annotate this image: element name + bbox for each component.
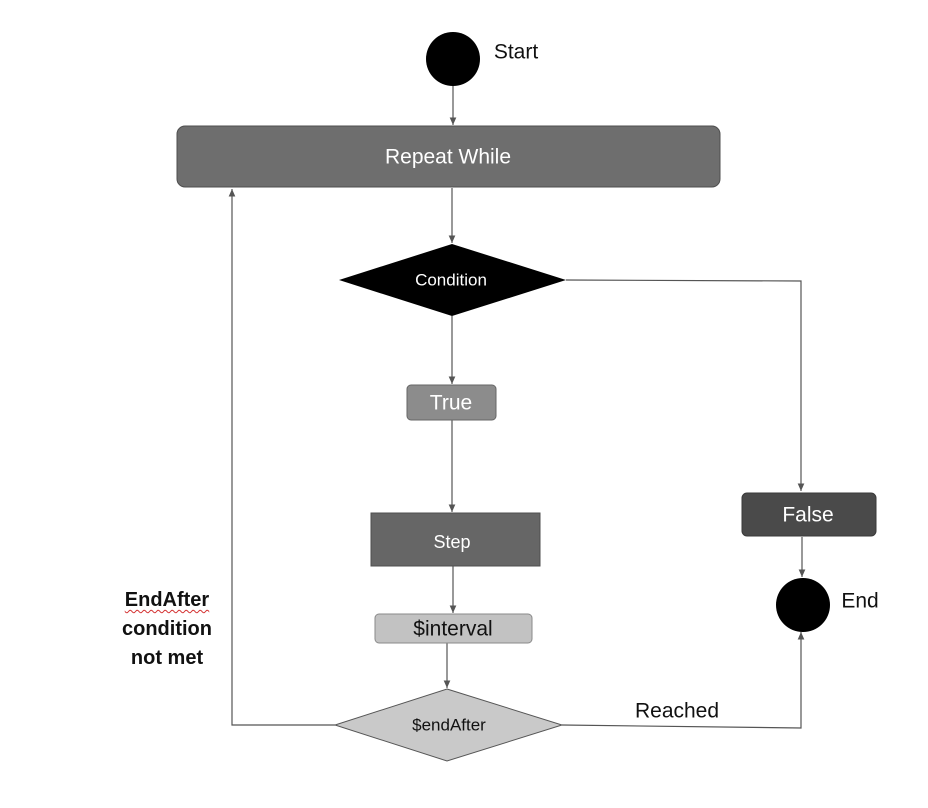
end-after-not-met-note: EndAfter condition not met	[108, 586, 226, 673]
not-met-line-1: EndAfter	[108, 586, 226, 615]
end-after-label: $endAfter	[412, 716, 486, 735]
edge-endafter-reached-to-end	[561, 632, 805, 729]
edge-condition-to-false	[565, 279, 805, 491]
end-node	[776, 578, 830, 632]
edge-endafter-not-met-to-repeat	[228, 189, 335, 726]
start-node	[426, 32, 480, 86]
not-met-line-3: not met	[130, 647, 204, 669]
interval-label: $interval	[413, 618, 492, 641]
false-box	[741, 492, 877, 537]
end-after-diamond	[333, 688, 564, 762]
not-met-line-2: condition	[122, 618, 212, 640]
reached-edge-label: Reached	[635, 700, 719, 723]
end-label: End	[841, 590, 878, 613]
condition-diamond	[339, 244, 566, 316]
false-label: False	[782, 504, 833, 527]
interval-box	[374, 613, 533, 644]
repeat-while-box	[176, 125, 721, 188]
true-box	[406, 384, 497, 421]
step-label: Step	[433, 532, 470, 552]
start-label: Start	[494, 41, 539, 64]
repeat-while-label: Repeat While	[385, 146, 511, 169]
true-label: True	[430, 392, 472, 415]
step-box	[370, 512, 541, 567]
not-met-line-1-text: EndAfter	[124, 589, 210, 611]
condition-label: Condition	[415, 271, 487, 290]
